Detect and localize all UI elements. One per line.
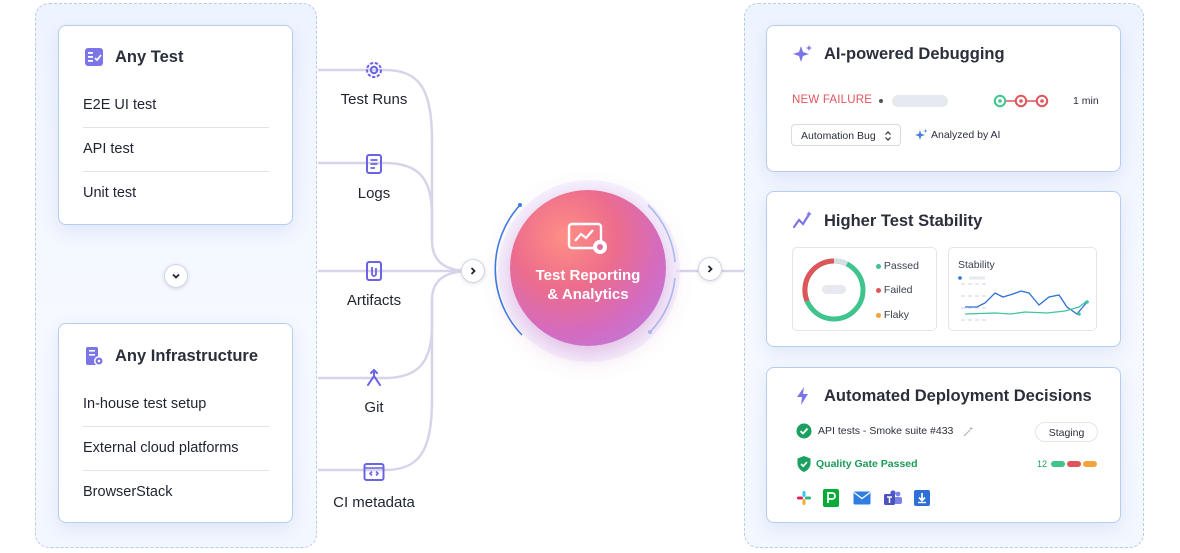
test-stability-card: Higher Test Stability Passed Failed Flak… — [766, 191, 1121, 347]
legend-failed: Failed — [876, 284, 913, 296]
separator-dot — [879, 99, 883, 103]
environment-badge: Staging — [1035, 422, 1098, 442]
chevron-down-icon — [172, 273, 180, 279]
divider — [83, 127, 269, 128]
test-run-label: API tests - Smoke suite #433 — [818, 425, 954, 437]
bug-type-value: Automation Bug — [801, 130, 876, 142]
chevron-updown-icon — [885, 131, 891, 141]
lightning-icon — [797, 387, 808, 405]
legend-flaky-label: Flaky — [883, 309, 910, 321]
any-infrastructure-card: Any Infrastructure In-house test setup E… — [58, 323, 293, 523]
divider — [83, 470, 269, 471]
server-settings-icon — [86, 347, 104, 366]
hub-title-line2: & Analytics — [547, 286, 629, 303]
analytics-hub — [510, 190, 666, 346]
source-label-test-runs: Test Runs — [340, 91, 408, 108]
card-title: Any Infrastructure — [115, 347, 259, 365]
placeholder-bar — [892, 95, 948, 107]
expand-button[interactable] — [164, 264, 188, 288]
status-pill-green — [1051, 461, 1065, 467]
flow-arrow-out — [698, 257, 722, 281]
shield-check-icon — [797, 456, 811, 472]
git-merge-icon — [367, 368, 381, 386]
status-summary-box: Passed Failed Flaky — [792, 247, 937, 331]
source-label-artifacts: Artifacts — [346, 292, 402, 309]
code-window-icon — [363, 463, 385, 481]
failure-status: NEW FAILURE — [792, 94, 873, 106]
trend-sparkle-icon — [792, 211, 812, 229]
chevron-right-icon — [470, 267, 476, 275]
deployment-decisions-card: Automated Deployment Decisions API tests… — [766, 367, 1121, 523]
duration: 1 min — [1073, 95, 1099, 107]
legend-passed: Passed — [876, 260, 919, 272]
legend-failed-label: Failed — [883, 284, 913, 296]
ai-sparkle-icon — [915, 129, 928, 140]
source-label-git: Git — [364, 399, 384, 416]
hub-title: Test Reporting & Analytics — [510, 266, 666, 304]
chevron-right-icon — [707, 265, 713, 273]
pagerduty-icon[interactable] — [823, 489, 839, 507]
legend-passed-label: Passed — [883, 260, 919, 272]
teams-icon[interactable] — [884, 490, 902, 506]
divider — [83, 171, 269, 172]
status-pill-red — [1067, 461, 1081, 467]
list-item: In-house test setup — [83, 396, 207, 412]
flow-arrow-in — [461, 259, 485, 283]
analyzed-by-ai-label: Analyzed by AI — [931, 129, 1001, 141]
stability-chart-title: Stability — [958, 259, 995, 271]
gear-icon — [366, 62, 382, 78]
status-pill-orange — [1083, 461, 1097, 467]
jira-icon[interactable] — [914, 490, 930, 506]
source-label-logs: Logs — [357, 185, 391, 202]
count-label: 12 — [1037, 459, 1048, 469]
card-title: AI-powered Debugging — [824, 45, 1005, 63]
legend-flaky: Flaky — [876, 309, 909, 321]
checklist-icon — [85, 48, 103, 66]
card-title: Higher Test Stability — [824, 212, 983, 230]
slack-icon[interactable] — [796, 490, 812, 506]
sparkles-icon — [793, 45, 812, 62]
list-item: E2E UI test — [83, 97, 157, 113]
any-test-card: Any Test E2E UI test API test Unit test — [58, 25, 293, 225]
email-icon[interactable] — [853, 491, 871, 505]
list-item: API test — [83, 141, 134, 157]
list-item: Unit test — [83, 185, 137, 201]
divider — [83, 426, 269, 427]
quality-gate-status: Quality Gate Passed — [816, 458, 918, 470]
wand-icon — [963, 427, 973, 437]
ai-debugging-card: AI-powered Debugging NEW FAILURE 1 min A… — [766, 25, 1121, 172]
source-label-ci-metadata: CI metadata — [333, 494, 415, 511]
paperclip-icon — [366, 261, 382, 281]
list-item: External cloud platforms — [83, 440, 239, 456]
list-item: BrowserStack — [83, 484, 173, 500]
run-history-icon — [993, 94, 1049, 108]
donut-chart — [802, 258, 866, 322]
document-icon — [366, 154, 382, 174]
analytics-icon — [567, 222, 607, 254]
card-title: Automated Deployment Decisions — [824, 387, 1092, 405]
hub-title-line1: Test Reporting — [535, 267, 641, 284]
card-title: Any Test — [115, 48, 184, 66]
stability-line-chart — [958, 276, 1089, 321]
stability-chart-box: Stability — [948, 247, 1097, 331]
check-circle-icon — [796, 423, 812, 439]
bug-type-select[interactable]: Automation Bug — [791, 124, 901, 146]
